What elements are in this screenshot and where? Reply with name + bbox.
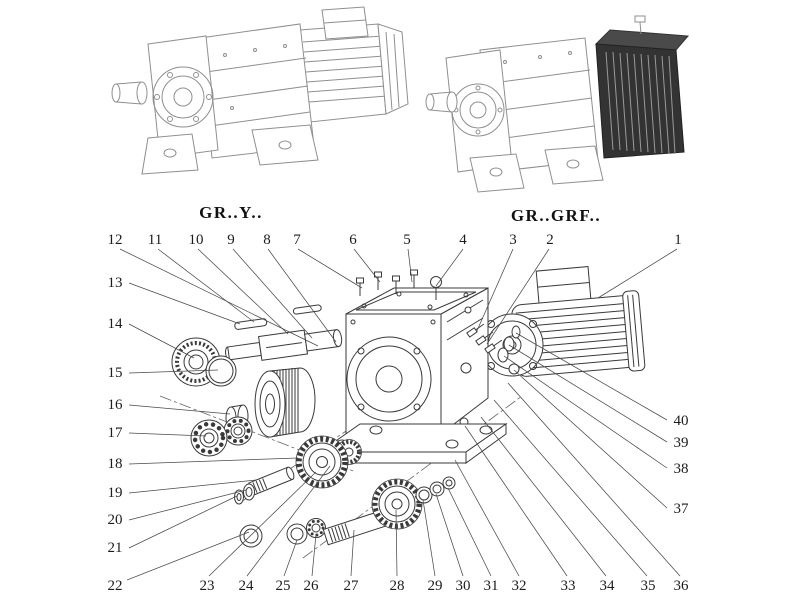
callout-number-8: 8 xyxy=(263,232,271,248)
callout-number-36: 36 xyxy=(674,578,690,594)
flange-bolts-washers xyxy=(466,323,521,375)
callout-number-18: 18 xyxy=(108,456,123,472)
callout-number-28: 28 xyxy=(390,578,405,594)
callout-number-6: 6 xyxy=(349,232,357,248)
callout-number-5: 5 xyxy=(403,232,411,248)
callout-number-4: 4 xyxy=(459,232,467,248)
leader-lines xyxy=(119,248,681,581)
input-shaft xyxy=(225,304,343,361)
callout-number-9: 9 xyxy=(227,232,235,248)
variant-label-gr-grf: GR..GRF.. xyxy=(511,206,601,225)
callout-number-38: 38 xyxy=(674,461,689,477)
callout-number-33: 33 xyxy=(561,578,576,594)
callout-number-22: 22 xyxy=(108,578,123,594)
callout-number-15: 15 xyxy=(108,365,123,381)
motor xyxy=(480,266,646,377)
shaft-seal xyxy=(171,337,237,387)
callout-number-29: 29 xyxy=(428,578,443,594)
cover-bolts xyxy=(356,269,418,296)
callout-numbers: 12 11 10 9 8 7 6 5 4 3 2 1 13 14 15 16 1… xyxy=(108,232,690,594)
callout-number-7: 7 xyxy=(293,232,301,248)
callout-number-25: 25 xyxy=(276,578,291,594)
callout-number-23: 23 xyxy=(200,578,215,594)
callout-number-35: 35 xyxy=(641,578,656,594)
callout-number-27: 27 xyxy=(344,578,360,594)
gearmotor-illustration-gr-grf xyxy=(425,15,690,193)
pinion-shaft xyxy=(234,466,295,505)
callout-number-30: 30 xyxy=(456,578,471,594)
variant-label-gr-y: GR..Y.. xyxy=(199,203,263,222)
callout-number-13: 13 xyxy=(108,275,123,291)
callout-number-31: 31 xyxy=(484,578,499,594)
callout-number-20: 20 xyxy=(108,512,123,528)
callout-number-16: 16 xyxy=(108,397,124,413)
ball-bearings xyxy=(190,416,253,457)
gear-housing xyxy=(318,287,508,464)
callout-number-32: 32 xyxy=(512,578,527,594)
callout-number-14: 14 xyxy=(108,316,124,332)
callout-number-17: 17 xyxy=(108,425,124,441)
callout-number-10: 10 xyxy=(189,232,204,248)
finned-cover xyxy=(594,15,690,159)
ribbed-gear-wheel xyxy=(254,367,316,438)
callout-number-2: 2 xyxy=(546,232,554,248)
callout-number-1: 1 xyxy=(674,232,682,248)
callout-number-21: 21 xyxy=(108,540,123,556)
intermediate-gear-cluster xyxy=(295,435,362,489)
output-shaft-assembly xyxy=(322,476,456,546)
callout-number-11: 11 xyxy=(148,232,162,248)
callout-number-39: 39 xyxy=(674,435,689,451)
callout-number-24: 24 xyxy=(239,578,255,594)
callout-number-26: 26 xyxy=(304,578,320,594)
gearmotor-illustration-gr-y xyxy=(111,6,409,175)
eye-bolt xyxy=(430,276,442,300)
callout-number-40: 40 xyxy=(674,413,689,429)
callout-number-12: 12 xyxy=(108,232,123,248)
callout-number-3: 3 xyxy=(509,232,517,248)
retaining-rings xyxy=(239,518,326,548)
exploded-view xyxy=(159,266,646,559)
callout-number-34: 34 xyxy=(600,578,616,594)
callout-number-19: 19 xyxy=(108,485,123,501)
callout-number-37: 37 xyxy=(674,501,690,517)
